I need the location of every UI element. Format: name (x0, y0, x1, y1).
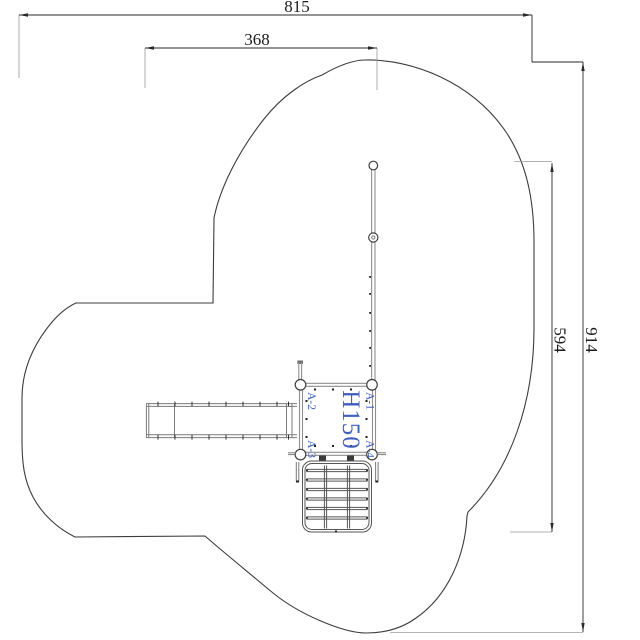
corner-post-top-right (366, 378, 378, 391)
dimension-594: 594 (510, 161, 570, 533)
platform-height-label: H150 (337, 390, 364, 450)
slide-rail-ticks (157, 401, 289, 440)
dimension-914: 914 (390, 62, 601, 633)
corner-label-a3: A-3 (305, 440, 317, 458)
pole-top-joint (368, 160, 379, 171)
climbing-net (288, 452, 386, 533)
pole-mid-joint (368, 232, 379, 243)
overhead-pole (368, 160, 379, 384)
corner-post-top-left (294, 378, 307, 391)
dim-914-label: 914 (582, 327, 601, 353)
platform-labels: A-2 A-1 A-3 A-4 H150 (305, 390, 376, 458)
corner-post-bottom-left (294, 448, 307, 461)
dimension-368: 368 (144, 30, 378, 90)
platform-deck (294, 378, 378, 461)
dimension-815: 815 (18, 0, 583, 78)
corner-label-a1: A-1 (364, 392, 376, 410)
dim-815-label: 815 (284, 0, 310, 16)
safety-zone-outline (21, 59, 535, 634)
dim-594-label: 594 (551, 327, 570, 353)
corner-label-a4: A-4 (364, 440, 376, 458)
corner-label-a2: A-2 (305, 392, 317, 410)
slide (145, 401, 297, 440)
dim-368-label: 368 (244, 30, 270, 49)
